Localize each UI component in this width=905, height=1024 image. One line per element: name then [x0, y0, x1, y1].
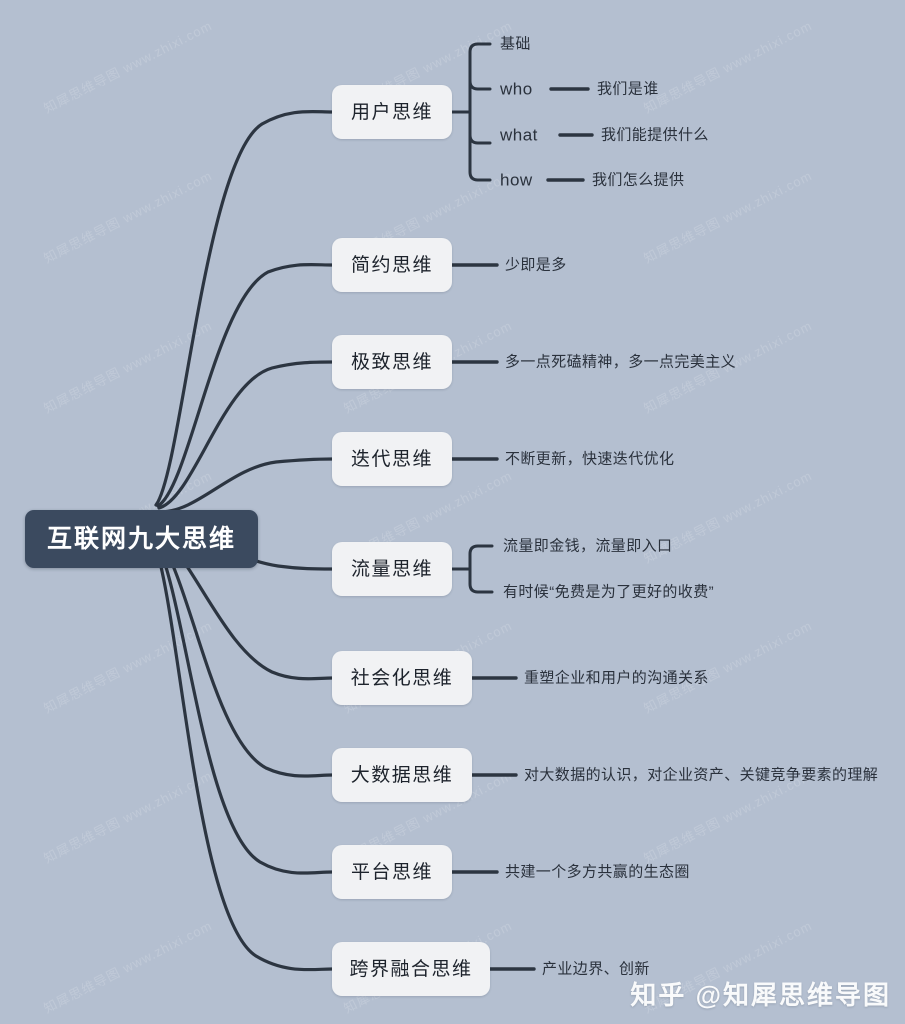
branch-node-bigdata-thinking[interactable]: 大数据思维 [332, 748, 472, 802]
branch-node-label: 用户思维 [350, 101, 433, 123]
branch-node-label: 极致思维 [350, 351, 433, 373]
watermark-tile: 知犀思维导图 www.zhixi.com [641, 17, 815, 117]
watermark-tile: 知犀思维导图 www.zhixi.com [41, 167, 215, 267]
watermark-tile: 知犀思维导图 www.zhixi.com [41, 917, 215, 1017]
leaf-user-how-detail[interactable]: 我们怎么提供 [592, 171, 685, 189]
root-node[interactable]: 互联网九大思维 [25, 510, 258, 568]
leaf-user-basis[interactable]: 基础 [500, 35, 531, 53]
branch-node-label: 跨界融合思维 [349, 958, 473, 980]
branch-node-platform-thinking[interactable]: 平台思维 [332, 845, 452, 899]
leaf-simplicity-detail[interactable]: 少即是多 [505, 256, 567, 274]
leaf-user-what[interactable]: what [500, 125, 538, 145]
watermark-tile: 知犀思维导图 www.zhixi.com [641, 617, 815, 717]
branch-node-crossover-thinking[interactable]: 跨界融合思维 [332, 942, 490, 996]
watermark-tile: 知犀思维导图 www.zhixi.com [41, 17, 215, 117]
leaf-traffic-detail-2[interactable]: 有时候“免费是为了更好的收费” [503, 583, 714, 601]
branch-node-extreme-thinking[interactable]: 极致思维 [332, 335, 452, 389]
leaf-traffic-detail-1[interactable]: 流量即金钱，流量即入口 [503, 537, 673, 555]
leaf-platform-detail[interactable]: 共建一个多方共赢的生态圈 [505, 863, 690, 881]
watermark-tile: 知犀思维导图 www.zhixi.com [41, 767, 215, 867]
branch-node-label: 大数据思维 [350, 764, 454, 786]
leaf-bigdata-detail[interactable]: 对大数据的认识，对企业资产、关键竞争要素的理解 [524, 766, 879, 784]
branch-node-iteration-thinking[interactable]: 迭代思维 [332, 432, 452, 486]
signature-watermark: 知乎 @知犀思维导图 [630, 980, 891, 1010]
leaf-extreme-detail[interactable]: 多一点死磕精神，多一点完美主义 [505, 353, 737, 371]
leaf-user-what-detail[interactable]: 我们能提供什么 [601, 126, 709, 144]
branch-node-label: 简约思维 [350, 254, 433, 276]
leaf-iteration-detail[interactable]: 不断更新，快速迭代优化 [505, 450, 675, 468]
branch-node-simplicity-thinking[interactable]: 简约思维 [332, 238, 452, 292]
branch-node-label: 迭代思维 [350, 448, 433, 470]
branch-node-traffic-thinking[interactable]: 流量思维 [332, 542, 452, 596]
leaf-user-how[interactable]: how [500, 170, 533, 190]
branch-node-social-thinking[interactable]: 社会化思维 [332, 651, 472, 705]
branch-node-label: 社会化思维 [350, 667, 454, 689]
leaf-social-detail[interactable]: 重塑企业和用户的沟通关系 [524, 669, 709, 687]
branch-node-label: 流量思维 [350, 558, 433, 580]
watermark-tile: 知犀思维导图 www.zhixi.com [41, 317, 215, 417]
leaf-user-who-detail[interactable]: 我们是谁 [597, 80, 659, 98]
branch-node-user-thinking[interactable]: 用户思维 [332, 85, 452, 139]
root-node-label: 互联网九大思维 [46, 524, 236, 553]
leaf-crossover-detail[interactable]: 产业边界、创新 [542, 960, 650, 978]
watermark-tile: 知犀思维导图 www.zhixi.com [41, 617, 215, 717]
branch-node-label: 平台思维 [350, 861, 433, 883]
leaf-user-who[interactable]: who [500, 79, 533, 99]
